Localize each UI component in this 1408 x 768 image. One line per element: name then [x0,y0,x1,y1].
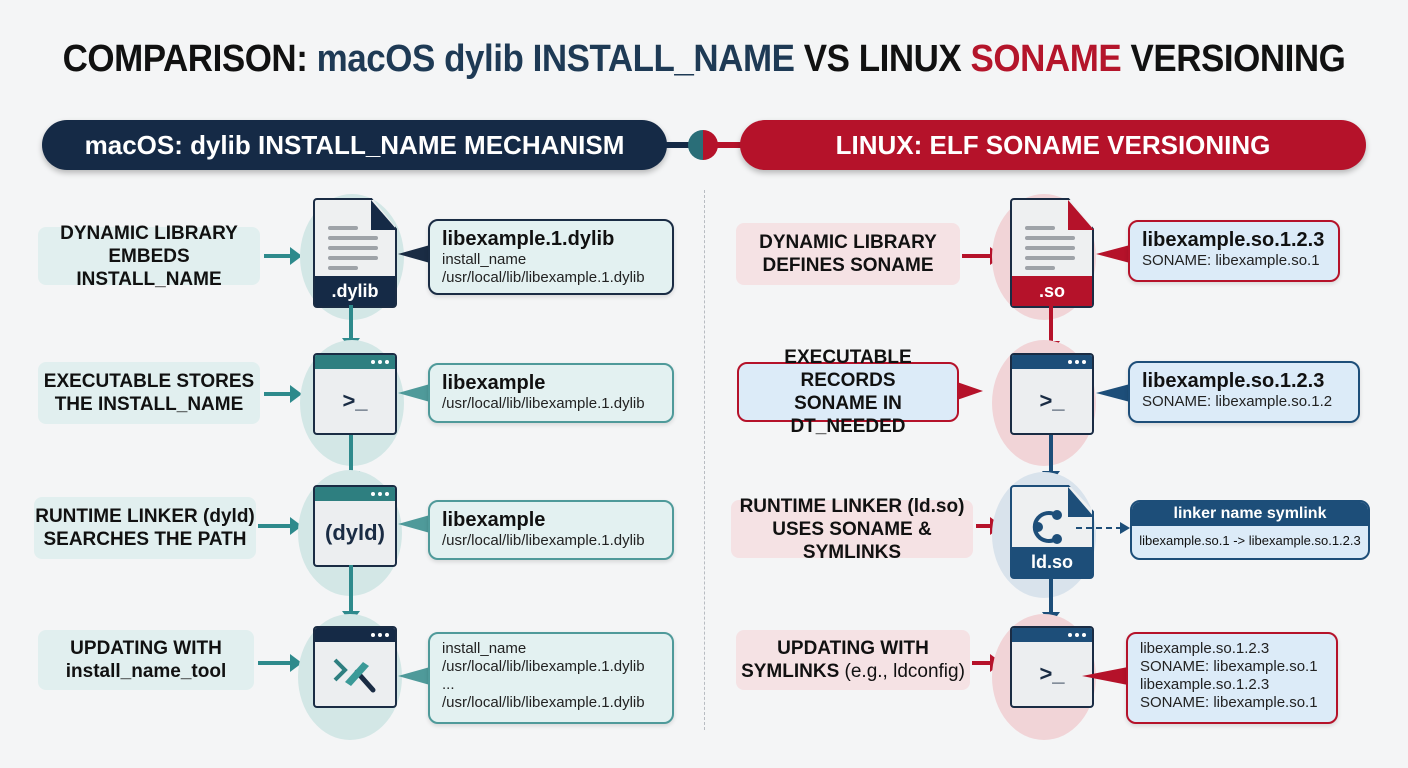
callout-tail [398,667,430,685]
arrow-right-icon [976,517,1002,535]
mac-step3-callout: libexample /usr/local/lib/libexample.1.d… [428,500,674,560]
callout-tail [1096,384,1130,402]
linux-step4-callout: libexample.so.1.2.3 SONAME: libexample.s… [1126,632,1338,724]
arrow-pointer-icon [957,382,983,400]
connector-node-icon [688,130,718,160]
callout-tail [1082,667,1128,685]
so-document-icon: .so [1010,198,1094,308]
linux-banner: LINUX: ELF SONAME VERSIONING [740,120,1366,170]
linux-step1-callout: libexample.so.1.2.3 SONAME: libexample.s… [1128,220,1340,282]
dylib-document-icon: .dylib [313,198,397,308]
callout-tail [398,245,430,263]
page-title: COMPARISON: macOS dylib INSTALL_NAME VS … [62,38,1346,80]
mac-step3-label: RUNTIME LINKER (dyld)SEARCHES THE PATH [34,497,256,559]
terminal-tool-icon [313,626,397,708]
mac-step4-callout: install_name /usr/local/lib/libexample.1… [428,632,674,724]
mac-step2-callout: libexample /usr/local/lib/libexample.1.d… [428,363,674,423]
wrench-icon [333,658,376,693]
column-divider [704,190,705,730]
callout-tail [398,515,430,533]
linker-node-icon [1030,507,1070,552]
title-linux-part: SONAME [970,38,1122,80]
linker-symlink-box: linker name symlink libexample.so.1 -> l… [1130,500,1370,560]
arrow-down-icon [342,435,360,483]
arrow-down-icon [342,305,360,350]
arrow-down-icon [1042,305,1060,353]
linux-step2-callout: libexample.so.1.2.3 SONAME: libexample.s… [1128,361,1360,423]
terminal-icon: >_ [313,353,397,435]
arrow-right-icon [264,247,302,265]
callout-tail [1096,245,1130,263]
arrow-down-icon [342,565,360,623]
ld-so-document-icon: ld.so [1010,485,1094,579]
arrow-right-icon [962,247,1002,265]
arrow-right-icon [258,517,302,535]
arrow-right-icon [972,654,1002,672]
terminal-icon: >_ [1010,353,1094,435]
title-macos-part: macOS dylib INSTALL_NAME [316,38,795,80]
callout-tail [398,384,430,402]
mac-step1-callout: libexample.1.dylib install_name /usr/loc… [428,219,674,295]
arrow-right-icon [258,654,302,672]
arrow-right-icon [264,385,302,403]
dyld-window-icon: (dyld) [313,485,397,567]
dashed-arrow-icon [1076,522,1130,534]
linux-step4-label: UPDATING WITH SYMLINKS (e.g., ldconfig) [736,630,970,690]
arrow-down-icon [1042,435,1060,483]
macos-banner: macOS: dylib INSTALL_NAME MECHANISM [42,120,667,170]
linux-step3-label: RUNTIME LINKER (ld.so)USES SONAME & SYML… [731,496,973,563]
arrow-down-icon [1042,576,1060,624]
